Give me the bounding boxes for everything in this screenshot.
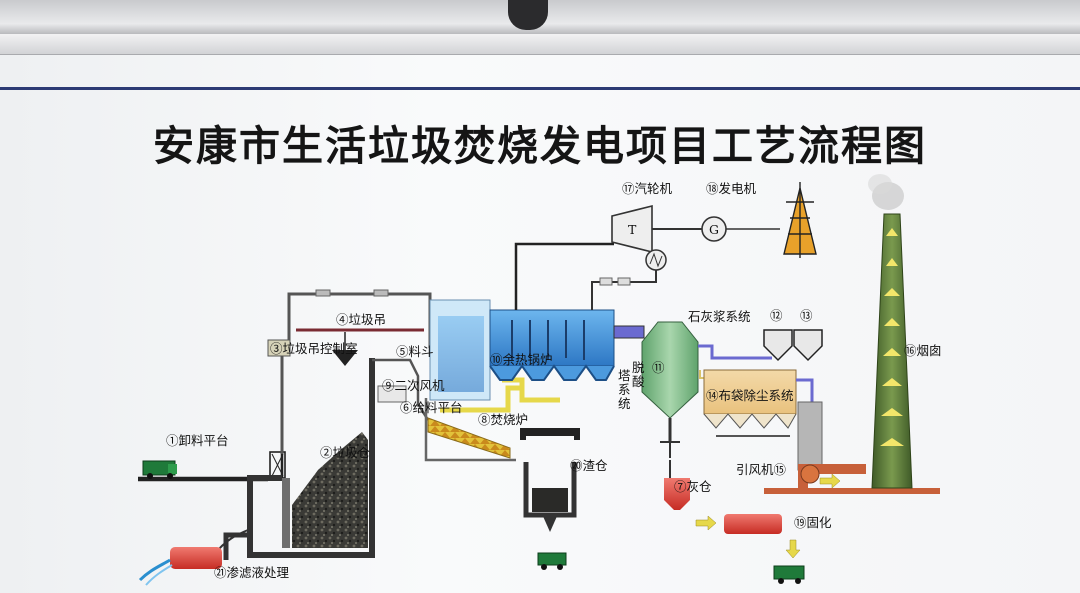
secondary-fan xyxy=(377,385,407,403)
label-incinerator: ⑧焚烧炉 xyxy=(478,412,528,427)
induced-fan xyxy=(800,464,820,484)
label-lime-slurry-system: 石灰浆系统 xyxy=(688,309,751,324)
induced-draft-duct xyxy=(764,464,940,494)
leachate-tank xyxy=(138,547,222,586)
label-waste-heat-boiler: ⑩余热锅炉 xyxy=(490,352,553,367)
waste-heat-boiler xyxy=(489,309,615,367)
label-chimney: ⑯烟囱 xyxy=(904,343,942,358)
label-waste-pit: ②垃圾仓 xyxy=(320,445,371,460)
desulfurization-tower xyxy=(641,321,699,419)
solidification-drum xyxy=(724,514,782,534)
waste-receiving-area xyxy=(138,289,432,586)
vertical-label-char: 系 xyxy=(618,382,631,397)
label-unloading-platform: ①卸料平台 xyxy=(166,433,229,448)
bag-filter xyxy=(703,369,797,415)
label-crane-control-room: ③垃圾吊控制室 xyxy=(270,341,358,356)
label-ash-silo: ⑦灰仓 xyxy=(674,479,712,494)
label-desulfurization-number: ⑪ xyxy=(652,360,665,375)
label-bag-filter: ⑭布袋除尘系统 xyxy=(706,388,794,403)
lime-silos xyxy=(763,329,823,362)
label-silo-13: ⑬ xyxy=(800,308,813,323)
generator-letter: G xyxy=(709,222,719,237)
transmission-tower xyxy=(783,182,817,258)
turbine-letter: T xyxy=(628,222,637,237)
grate xyxy=(427,417,511,459)
diagram-title: 安康市生活垃圾焚烧发电项目工艺流程图 xyxy=(153,122,927,170)
label-turbine: ⑰汽轮机 xyxy=(622,181,673,196)
label-feeding-platform: ⑥给料平台 xyxy=(400,400,463,415)
frame-clip xyxy=(508,0,548,30)
vertical-label-char: 酸 xyxy=(632,374,645,389)
label-generator: ⑱发电机 xyxy=(706,181,757,196)
label-solidification: ⑲固化 xyxy=(794,515,832,530)
vertical-label-char: 塔 xyxy=(618,368,631,383)
incinerator-boiler xyxy=(424,242,645,570)
waste-pile xyxy=(292,432,368,548)
label-desulfurization-tower: 脱酸塔系统 xyxy=(618,360,645,411)
crane-grab xyxy=(332,350,358,366)
crane-control-room xyxy=(267,339,291,357)
whiteboard-rail xyxy=(0,34,1080,55)
vertical-label-char: 脱 xyxy=(632,360,645,375)
ash-silo xyxy=(664,478,690,510)
label-induced-fan: 引风机⑮ xyxy=(736,462,787,477)
label-silo-12: ⑫ xyxy=(770,308,783,323)
vertical-label-char: 统 xyxy=(618,396,631,411)
label-slag-silo: ⑳渣仓 xyxy=(570,458,608,473)
ash-truck xyxy=(773,565,805,584)
slag-truck xyxy=(537,552,567,570)
label-secondary-fan: ⑨二次风机 xyxy=(382,378,445,393)
label-waste-crane: ④垃圾吊 xyxy=(336,312,386,327)
label-hopper: ⑤料斗 xyxy=(396,344,434,359)
diagram-labels: ①卸料平台 ②垃圾仓 ③垃圾吊控制室 ④垃圾吊 ⑤料斗 ⑨二次风机 ⑥给料平台 … xyxy=(166,181,942,580)
label-leachate-treatment: ㉑渗滤液处理 xyxy=(214,565,290,580)
board-top-line xyxy=(0,87,1080,90)
power-generation xyxy=(591,182,817,310)
flue-gas-treatment xyxy=(641,174,940,584)
